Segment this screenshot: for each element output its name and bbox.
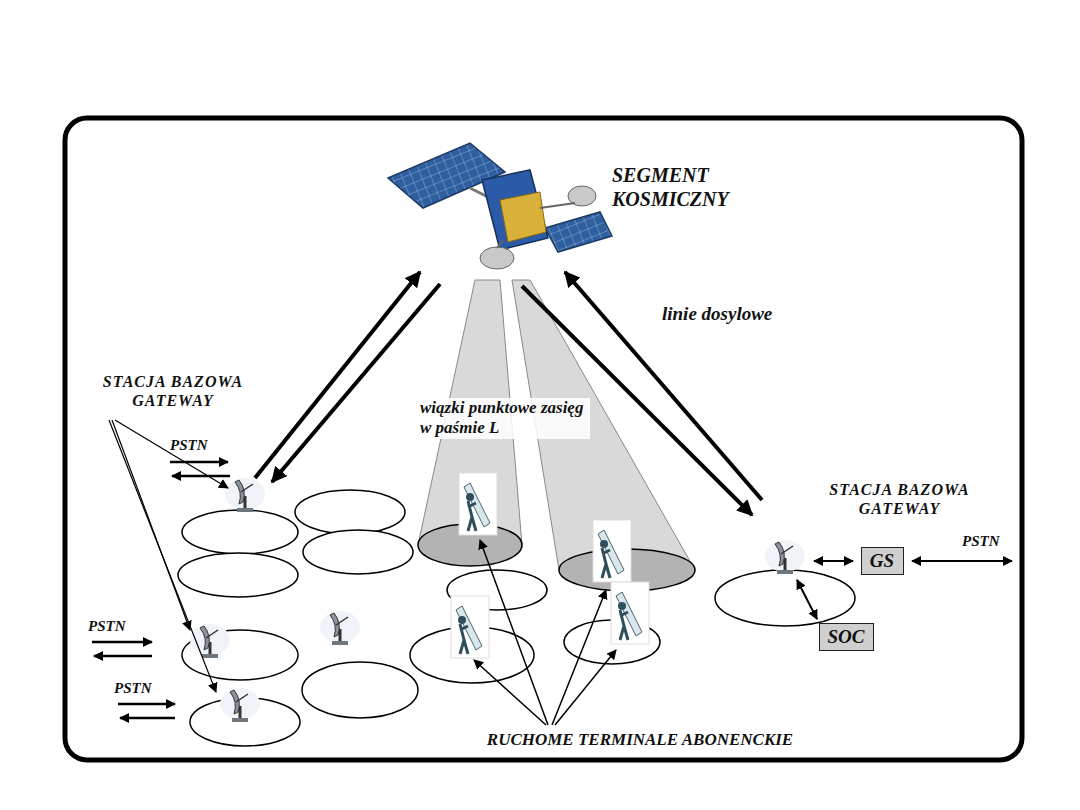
illustration-part — [109, 420, 216, 692]
mobile-terminal — [451, 596, 489, 658]
illustration-part — [460, 624, 468, 654]
illustration-part — [797, 580, 817, 619]
illustration-part — [466, 493, 474, 501]
illustration-part — [912, 560, 1012, 562]
mobile-terminal — [593, 520, 631, 582]
frame — [65, 118, 1022, 760]
diagram-label: PSTN — [88, 617, 148, 635]
illustration-part — [170, 461, 228, 464]
illustration-part — [474, 660, 546, 725]
diagram-label: wiązki punktowe zasięg w paśmie L — [420, 398, 590, 439]
illustration-part — [225, 478, 265, 510]
box-label: GS — [870, 550, 894, 572]
illustration-part — [230, 690, 239, 714]
illustration-part — [241, 484, 253, 492]
diagram-label: SEGMENT KOSMICZNY — [612, 163, 782, 211]
coverage-cell — [715, 570, 855, 626]
illustration-part — [236, 694, 248, 702]
illustration-part — [593, 520, 631, 582]
process-box: SOC — [819, 623, 874, 651]
illustration-part — [272, 284, 440, 482]
illustration-part — [602, 548, 610, 578]
illustration-part — [777, 570, 793, 574]
illustration-part — [540, 203, 575, 208]
illustration-part — [765, 540, 805, 572]
illustration-part — [500, 192, 546, 242]
illustration-part — [336, 617, 348, 625]
illustration-part — [458, 616, 466, 624]
diagram-label: PSTN — [962, 532, 1018, 550]
coverage-cell — [295, 490, 405, 534]
coverage-cell — [178, 553, 298, 597]
illustration-part — [200, 626, 209, 650]
process-box: GS — [861, 547, 904, 575]
illustration-part — [206, 630, 218, 638]
coverage-cell — [303, 530, 413, 574]
coverage-cell — [302, 662, 418, 718]
diagram-label: STACJA BAZOWA GATEWAY — [68, 372, 278, 410]
illustration-part — [814, 560, 853, 562]
gateway-antenna — [225, 478, 265, 512]
illustration-part — [232, 718, 248, 722]
illustration-part — [118, 703, 175, 706]
coverage-cell — [182, 510, 298, 554]
illustration-part — [235, 480, 244, 504]
illustration-part — [92, 641, 152, 644]
illustration-part — [555, 650, 616, 725]
diagram-label: PSTN — [170, 436, 230, 454]
box-label: SOC — [828, 626, 865, 648]
illustration-part — [120, 717, 175, 720]
illustration-part — [220, 688, 260, 720]
mobile-terminal — [459, 473, 497, 535]
gateway-antenna — [320, 611, 360, 645]
diagram-label: RUCHOME TERMINALE ABONENCKIE — [400, 730, 880, 750]
gateway-antenna — [220, 688, 260, 722]
illustration-part — [320, 611, 360, 643]
illustration-part — [620, 610, 628, 640]
diagram-label: STACJA BAZOWA GATEWAY — [792, 480, 1007, 518]
illustration-part — [330, 613, 339, 637]
icons — [190, 473, 805, 722]
illustration-part — [775, 542, 784, 566]
illustration-part — [480, 247, 514, 269]
illustration-part — [618, 602, 626, 610]
illustration-part — [237, 508, 253, 512]
diagram-label: PSTN — [114, 679, 174, 697]
diagram-label: linie dosylowe — [662, 303, 782, 326]
illustration-part — [172, 475, 230, 478]
illustration-part — [497, 240, 503, 248]
arrows — [92, 272, 1012, 725]
illustration-part — [480, 540, 548, 725]
illustration-part — [255, 272, 420, 478]
gateway-antenna — [765, 540, 805, 574]
illustration-part — [611, 582, 649, 644]
illustration-part — [545, 212, 612, 252]
illustration-part — [468, 501, 476, 531]
illustration-part — [459, 473, 497, 535]
satellite — [388, 143, 612, 269]
illustration-part — [552, 590, 606, 725]
mobile-terminal — [611, 582, 649, 644]
illustration-part — [94, 655, 152, 658]
illustration-part — [451, 596, 489, 658]
illustration-part — [781, 546, 793, 554]
illustration-part — [600, 540, 608, 548]
illustration-part — [482, 170, 548, 250]
illustration-part — [332, 641, 348, 645]
spot-beams — [418, 280, 695, 591]
illustration-part — [202, 654, 218, 658]
